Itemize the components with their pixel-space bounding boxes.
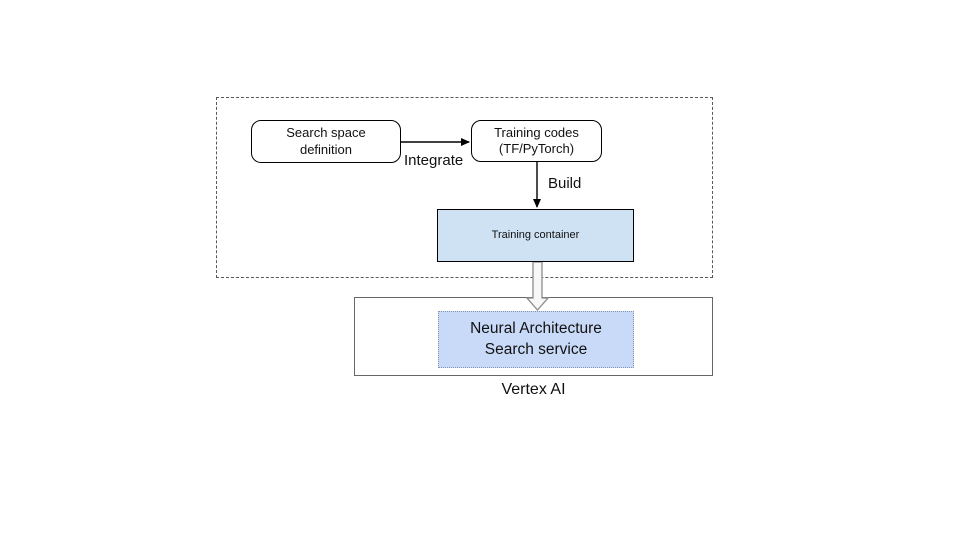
integrate-edge-label: Integrate xyxy=(404,152,464,169)
build-edge-label: Build xyxy=(548,175,582,192)
vertex-ai-group-label: Vertex AI xyxy=(501,381,566,398)
node-search-space-definition: Search space definition xyxy=(251,120,401,163)
pipeline-group-box xyxy=(216,97,713,278)
node-training-codes: Training codes (TF/PyTorch) xyxy=(471,120,602,162)
node-nas-service: Neural Architecture Search service xyxy=(438,311,634,368)
node-training-container: Training container xyxy=(437,209,634,262)
